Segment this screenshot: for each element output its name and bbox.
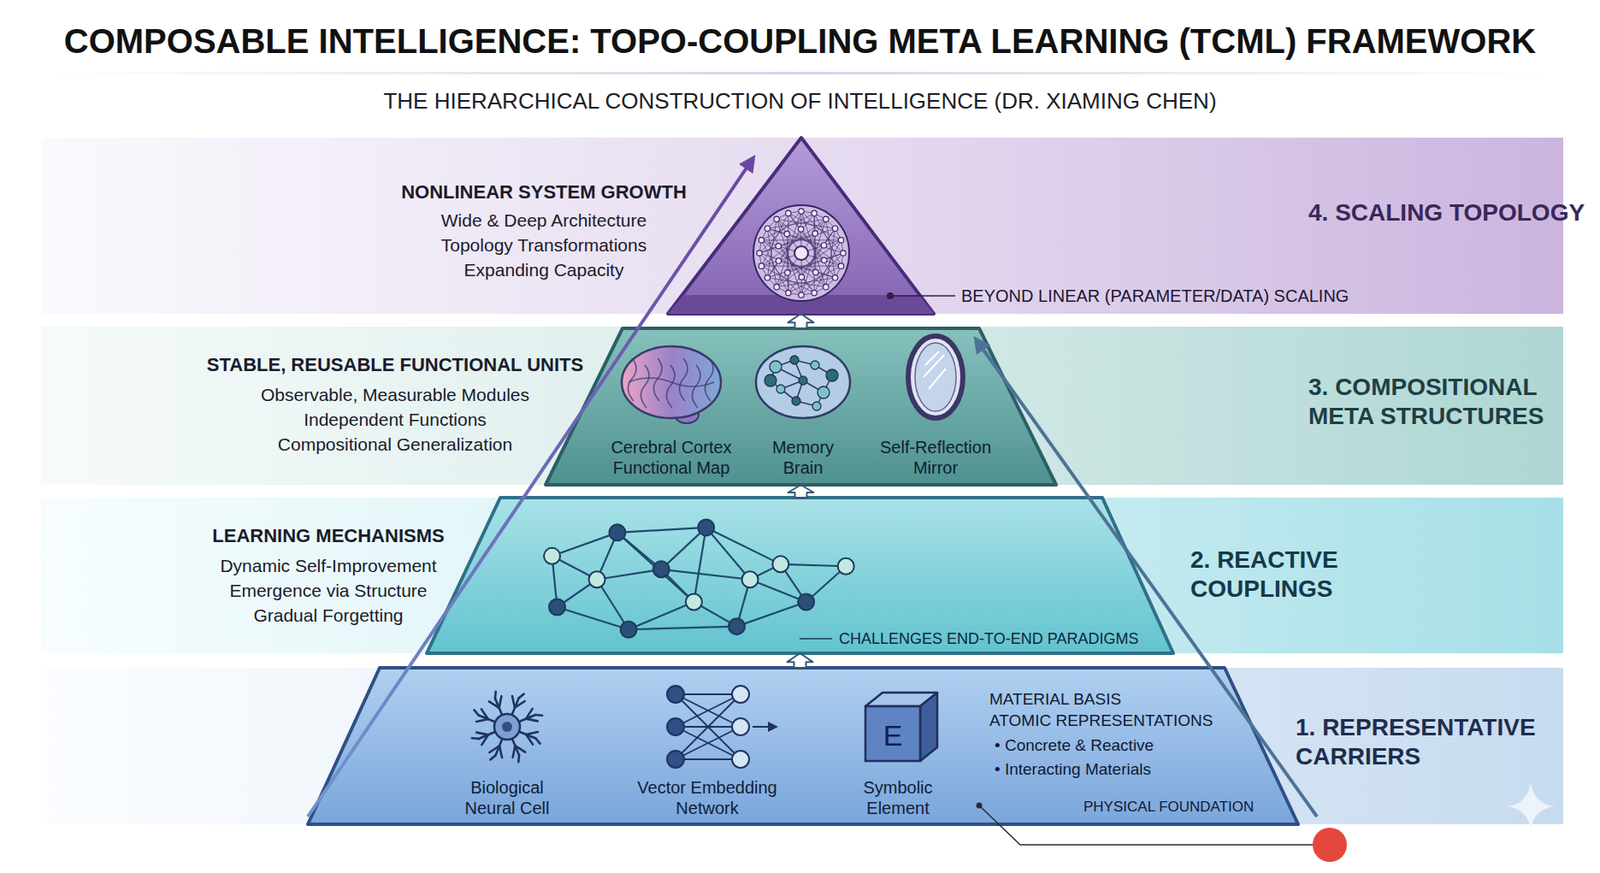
band-label: 2. REACTIVE COUPLINGS [1190, 545, 1447, 604]
section-heading: NONLINEAR SYSTEM GROWTH [401, 181, 687, 204]
band-label: 1. REPRESENTATIVE CARRIERS [1295, 713, 1587, 772]
tier-arrow [788, 484, 815, 498]
tier-illustration [472, 685, 938, 768]
callout-text: CHALLENGES END-TO-END PARADIGMS [838, 629, 1139, 649]
section-body: Observable, Measurable Modules Independe… [252, 382, 539, 457]
tier-arrow [788, 313, 815, 329]
icon-caption: Memory Brain [760, 436, 846, 479]
symbol-letter: E [883, 718, 904, 754]
section-heading: STABLE, REUSABLE FUNCTIONAL UNITS [206, 354, 584, 377]
material-heading: ATOMIC REPRESENTATIONS [989, 710, 1213, 731]
sparkle [1506, 782, 1555, 831]
growth-arrow [307, 159, 753, 817]
icon-caption: Vector Embedding Network [621, 777, 793, 819]
leader-line [890, 295, 956, 297]
icon-caption: Symbolic Element [850, 777, 945, 819]
section-body: Wide & Deep Architecture Topology Transf… [419, 207, 668, 283]
material-heading: MATERIAL BASIS [989, 689, 1122, 709]
leader-line [979, 805, 1330, 845]
title: COMPOSABLE INTELLIGENCE: TOPO-COUPLING M… [0, 22, 1600, 61]
tier-arrow [787, 653, 814, 668]
tier-band: Biological Neural Cell Vector Embedding N… [41, 667, 1564, 825]
tier-illustration [621, 336, 963, 424]
section-body: Dynamic Self-Improvement Emergence via S… [208, 553, 449, 628]
callout-text: BEYOND LINEAR (PARAMETER/DATA) SCALING [961, 285, 1349, 307]
subtitle: THE HIERARCHICAL CONSTRUCTION OF INTELLI… [0, 88, 1600, 115]
title-separator [51, 71, 1548, 75]
pyramid-tier: Biological Neural Cell Vector Embedding N… [307, 667, 1299, 825]
tier-band: CHALLENGES END-TO-END PARADIGMS LEARNING … [41, 497, 1564, 654]
pyramid-tier: CHALLENGES END-TO-END PARADIGMS [426, 497, 1174, 654]
leader-dot [976, 802, 983, 809]
tier-band: BEYOND LINEAR (PARAMETER/DATA) SCALING NO… [41, 137, 1564, 314]
icon-caption: Self-Reflection Mirror [867, 436, 1004, 479]
icon-caption: Cerebral Cortex Functional Map [598, 436, 744, 479]
growth-arrow [976, 340, 1317, 817]
tier-shape [426, 497, 1174, 654]
tier-illustration [667, 205, 934, 314]
tier-outline [307, 667, 1299, 825]
tier-band: Cerebral Cortex Functional Map Memory Bra… [41, 326, 1564, 485]
band-label: 3. COMPOSITIONAL META STRUCTURES [1308, 372, 1591, 431]
section-heading: LEARNING MECHANISMS [212, 525, 444, 548]
tier-illustration [543, 519, 855, 638]
tier-outline [426, 497, 1174, 654]
foundation-label: PHYSICAL FOUNDATION [1083, 798, 1254, 816]
bullet-item: • Concrete & Reactive [994, 735, 1154, 756]
icon-caption: Biological Neural Cell [451, 777, 563, 819]
leader-line [799, 637, 833, 640]
marker-dot [1312, 827, 1347, 862]
bullet-item: • Interacting Materials [994, 759, 1152, 780]
band-label: 4. SCALING TOPOLOGY [1308, 198, 1591, 228]
